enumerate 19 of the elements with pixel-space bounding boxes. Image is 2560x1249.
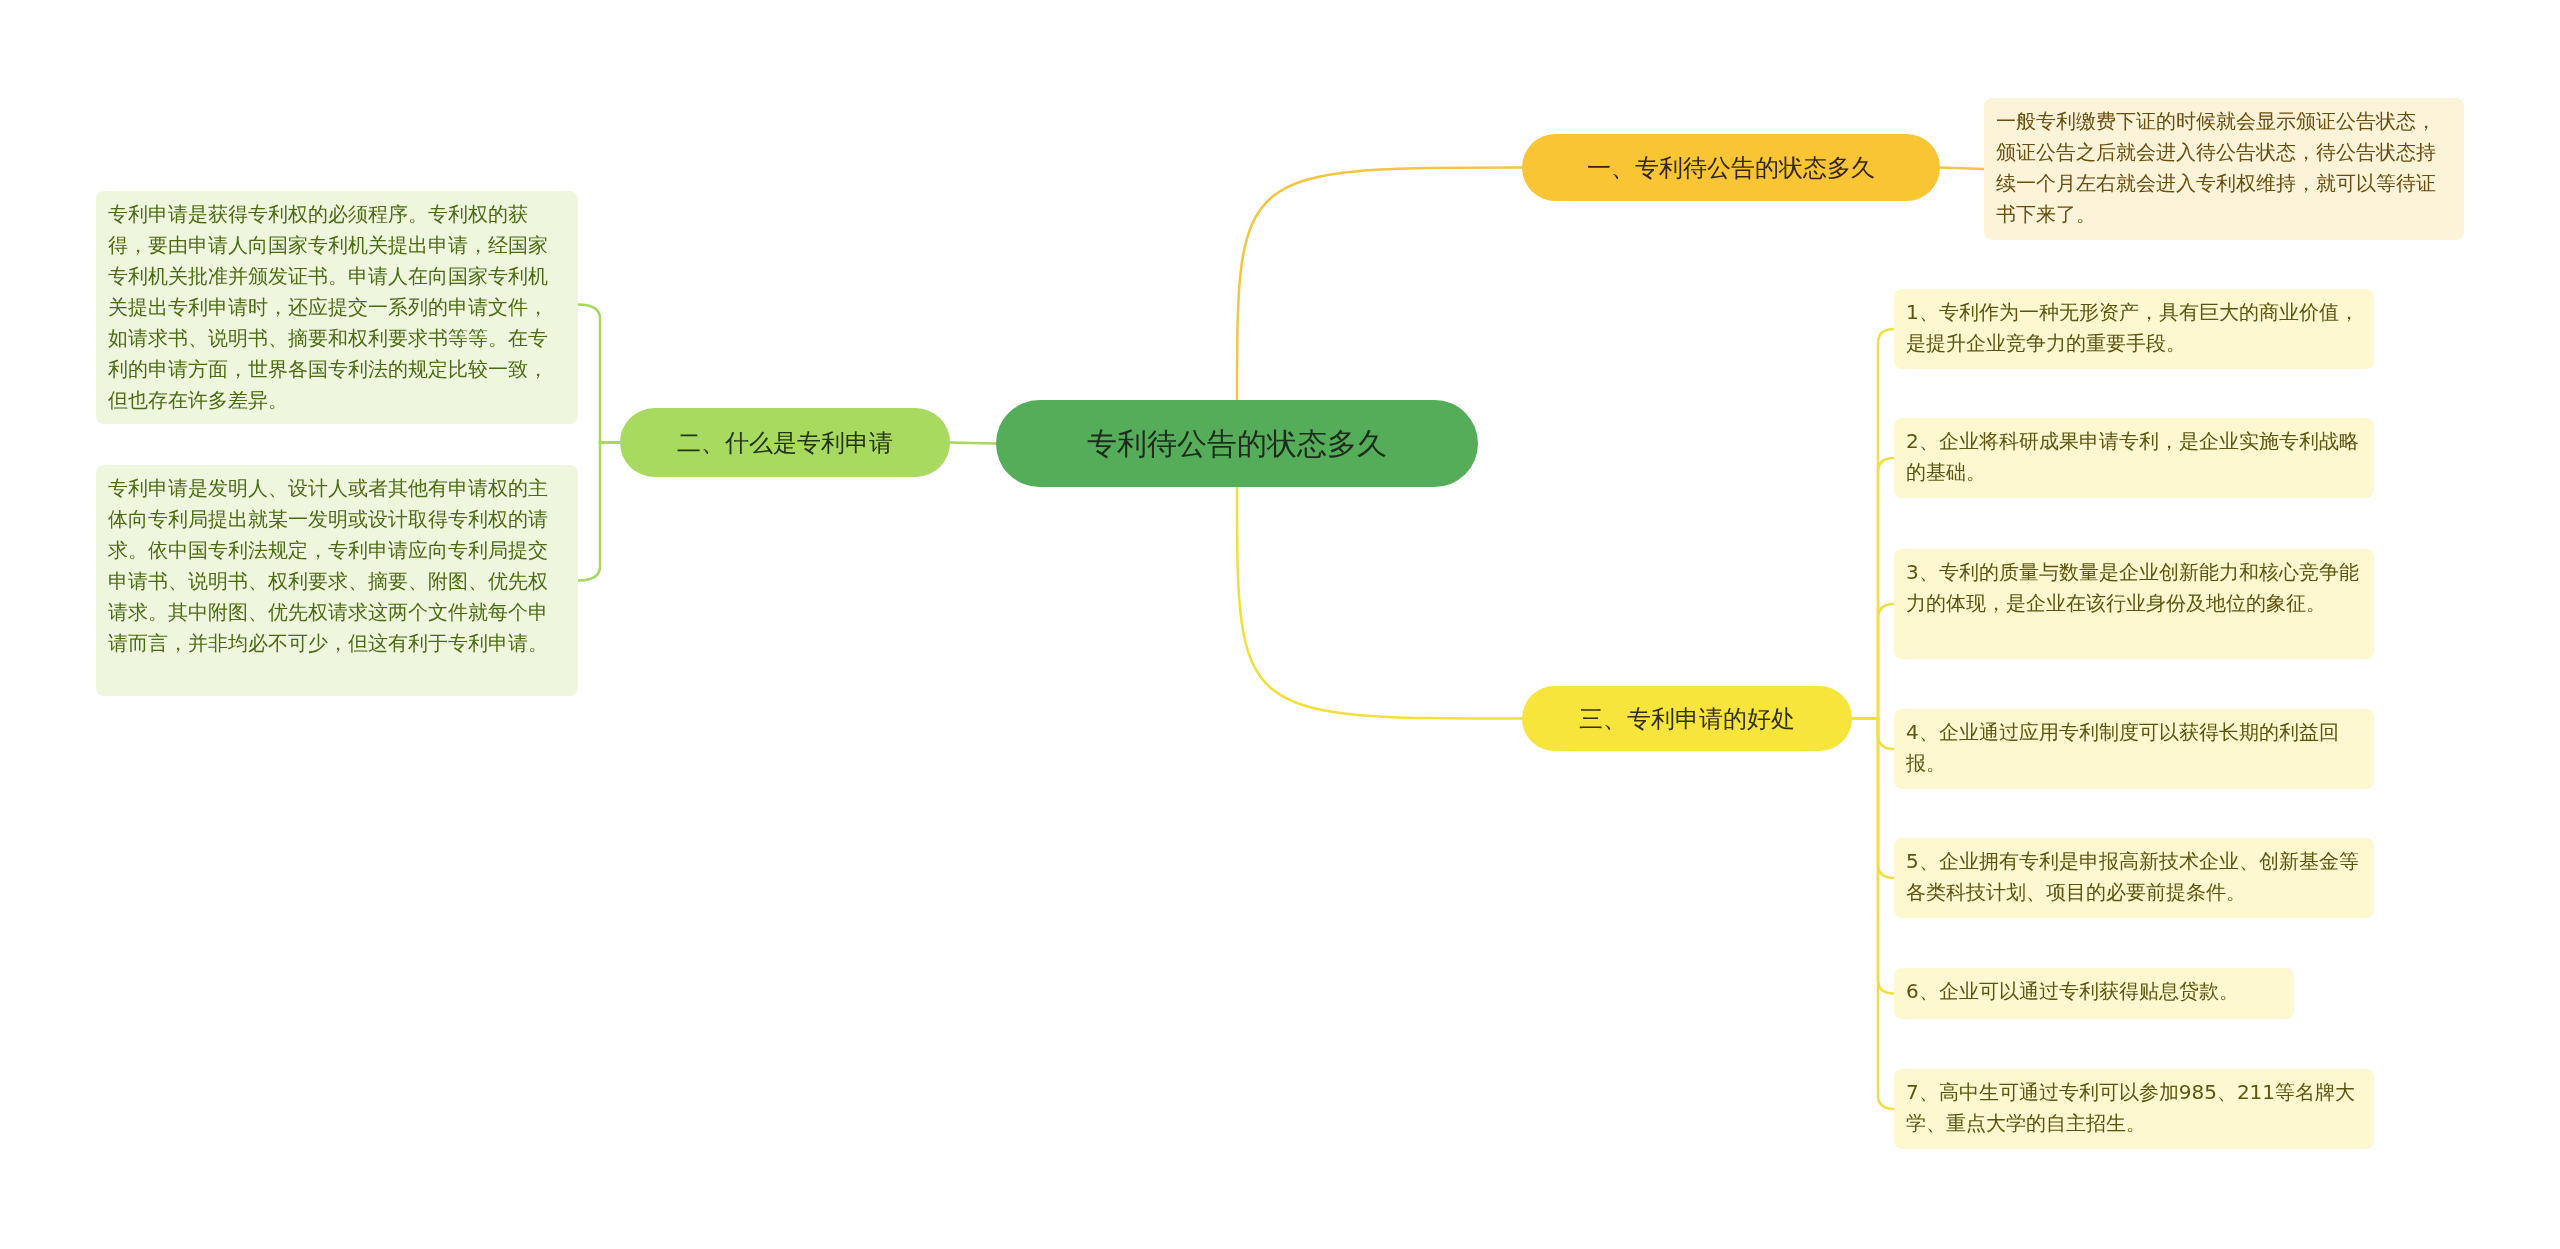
detail-note: 一般专利缴费下证的时候就会显示颁证公告状态，颁证公告之后就会进入待公告状态，待公告状态持续一个月左右就会进入专利权维持，就可以等待证书下来了。	[1984, 98, 2464, 240]
connector-line	[1235, 166, 1522, 400]
detail-note: 6、企业可以通过专利获得贴息贷款。	[1894, 968, 2294, 1019]
branch-topic: 二、什么是专利申请	[620, 408, 950, 477]
detail-note: 3、专利的质量与数量是企业创新能力和核心竞争能力的体现，是企业在该行业身份及地位的象征。	[1894, 549, 2374, 659]
connector-line	[1939, 166, 1985, 171]
detail-note: 2、企业将科研成果申请专利，是企业实施专利战略的基础。	[1894, 418, 2374, 498]
detail-note: 1、专利作为一种无形资产，具有巨大的商业价值，是提升企业竞争力的重要手段。	[1894, 289, 2374, 369]
detail-note: 4、企业通过应用专利制度可以获得长期的利益回报。	[1894, 709, 2374, 789]
detail-note: 7、高中生可通过专利可以参加985、211等名牌大学、重点大学的自主招生。	[1894, 1069, 2374, 1149]
connector-line	[1235, 487, 1522, 720]
connector-line	[949, 441, 997, 445]
detail-note: 专利申请是获得专利权的必须程序。专利权的获得，要由申请人向国家专利机关提出申请，经国家专利机关批准并颁发证书。申请人在向国家专利机关提出专利申请时，还应提交一系列的申请文件，如请求书、说明书、摘要和权利要求书等等。在专利的申请方面，世界各国专利法的规定比较一致，但也存在许多差异。	[96, 191, 578, 424]
root-topic: 专利待公告的状态多久	[996, 400, 1478, 487]
detail-note: 专利申请是发明人、设计人或者其他有申请权的主体向专利局提出就某一发明或设计取得专利权的请求。依中国专利法规定，专利申请应向专利局提交申请书、说明书、权利要求、摘要、附图、优先权请求。其中附图、优先权请求这两个文件就每个申请而言，并非均必不可少，但这有利于专利申请。	[96, 465, 578, 696]
detail-note: 5、企业拥有专利是申报高新技术企业、创新基金等各类科技计划、项目的必要前提条件。	[1894, 838, 2374, 918]
branch-topic: 一、专利待公告的状态多久	[1522, 134, 1940, 201]
connector-line	[1852, 717, 1895, 1111]
branch-topic: 三、专利申请的好处	[1522, 686, 1852, 751]
